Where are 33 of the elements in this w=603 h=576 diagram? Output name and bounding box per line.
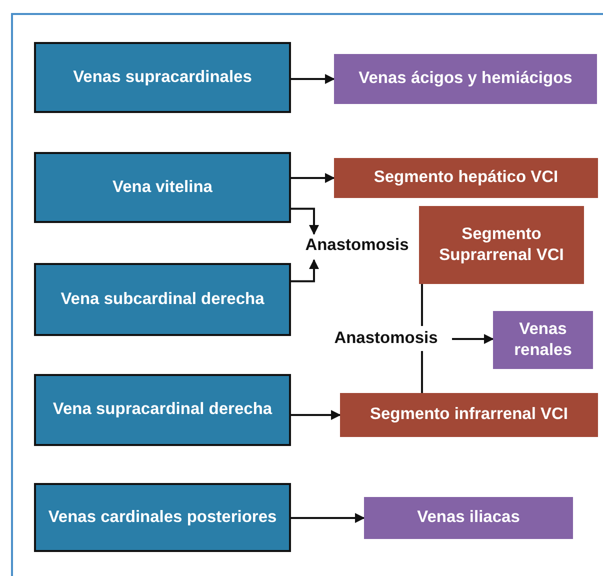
box-text: Venas supracardinales (73, 66, 252, 88)
node-label: Anastomosis (298, 234, 416, 258)
arrow (452, 334, 494, 344)
process-box (493, 311, 593, 369)
process-box (34, 152, 291, 223)
box-text: Vena vitelina (112, 176, 212, 198)
box-text: Venas renales (513, 318, 573, 361)
arrow (291, 208, 319, 235)
box-text: Venas cardinales posteriores (48, 506, 277, 528)
arrow (291, 513, 365, 523)
process-box (419, 206, 584, 284)
box-text: Segmento Suprarrenal VCI (438, 224, 565, 266)
box-text: Venas ácigos y hemiácigos (358, 68, 572, 90)
connector-line (421, 351, 423, 393)
connector-line (421, 284, 423, 326)
process-box (334, 158, 598, 198)
arrow (291, 259, 319, 282)
process-box (34, 263, 291, 336)
process-box (34, 42, 291, 113)
process-box (340, 393, 598, 437)
box-text: Vena supracardinal derecha (52, 399, 272, 420)
process-box (364, 497, 573, 539)
box-text: Segmento hepático VCI (374, 167, 558, 188)
box-text: Venas iliacas (417, 507, 520, 528)
arrow (291, 74, 335, 84)
arrow (291, 173, 335, 183)
process-box (34, 374, 291, 446)
box-text: Segmento infrarrenal VCI (370, 404, 568, 426)
box-text: Vena subcardinal derecha (60, 288, 264, 310)
node-label: Anastomosis (326, 327, 446, 351)
arrow (291, 410, 341, 420)
process-box (334, 54, 597, 104)
process-box (34, 483, 291, 552)
